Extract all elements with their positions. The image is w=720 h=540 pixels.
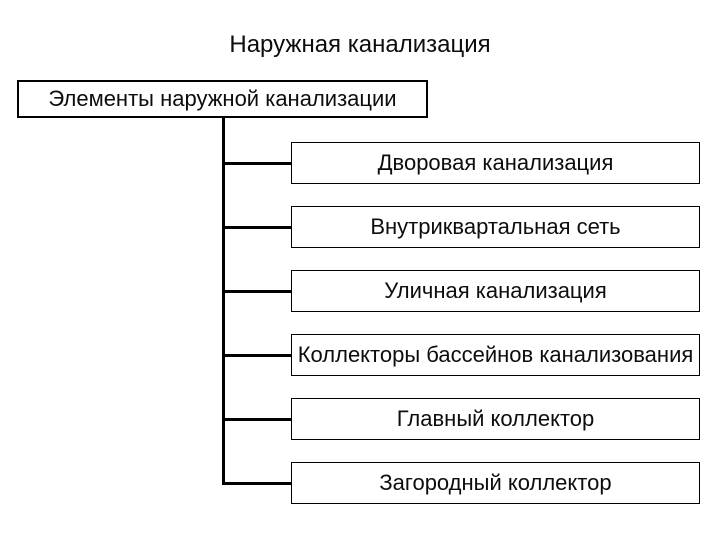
tree-node-5-label: Главный коллектор	[396, 406, 595, 431]
tree-node-1: Дворовая канализация	[291, 142, 700, 184]
tree-node-3: Уличная канализация	[291, 270, 700, 312]
tree-node-6: Загородный коллектор	[291, 462, 700, 504]
root-node: Элементы наружной канализации	[17, 80, 428, 118]
tree-node-4: Коллекторы бассейнов канализования	[291, 334, 700, 376]
tree-node-5: Главный коллектор	[291, 398, 700, 440]
connector-line-5	[225, 417, 291, 421]
connector-line-3	[225, 289, 291, 293]
diagram-title: Наружная канализация	[229, 31, 491, 58]
tree-node-6-label: Загородный коллектор	[379, 470, 612, 495]
connector-line-4	[225, 353, 291, 357]
tree-spine-line	[222, 117, 225, 485]
tree-node-2: Внутриквартальная сеть	[291, 206, 700, 248]
connector-line-6	[225, 481, 291, 485]
tree-node-1-label: Дворовая канализация	[377, 150, 614, 175]
tree-node-3-label: Уличная канализация	[384, 278, 607, 303]
connector-line-2	[225, 225, 291, 229]
tree-node-2-label: Внутриквартальная сеть	[370, 214, 621, 239]
tree-node-4-label: Коллекторы бассейнов канализования	[297, 342, 694, 367]
connector-line-1	[225, 161, 291, 165]
root-node-label: Элементы наружной канализации	[48, 86, 397, 111]
